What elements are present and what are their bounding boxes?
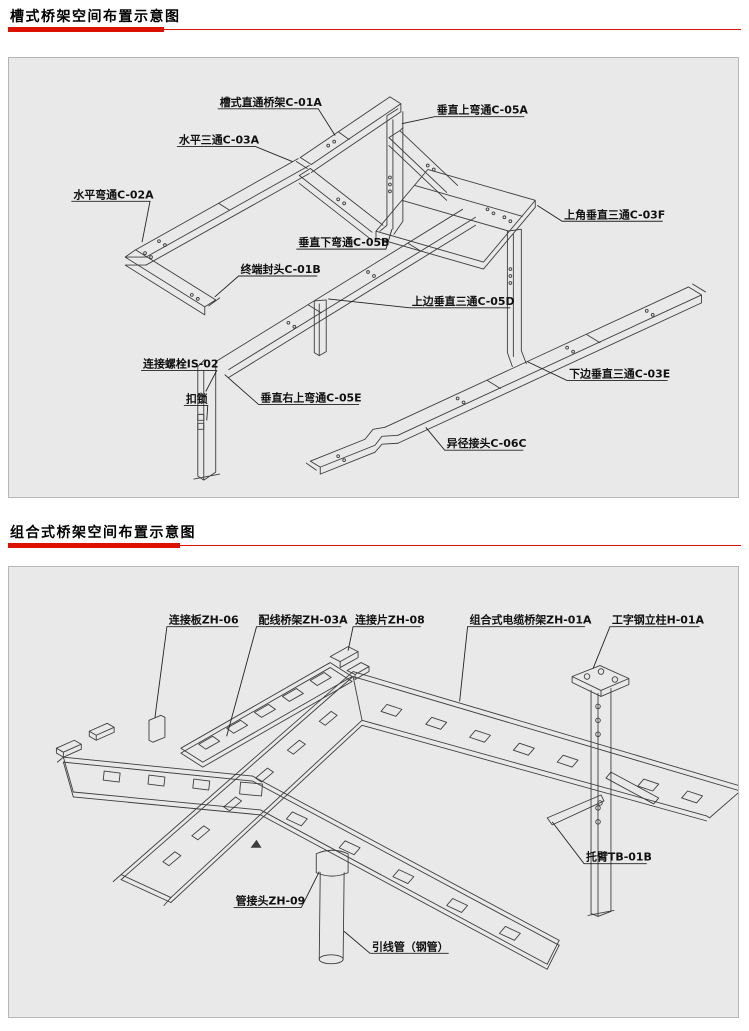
label-lock-clip: 扣锁 (186, 391, 208, 405)
vertical-riser-run (298, 108, 459, 241)
trough-diagram-panel: 槽式直通桥架C-01A 水平三通C-03A 垂直上弯通C-05A 水平弯通C-02A 垂… (8, 57, 739, 498)
label-vertical-right-up-elbow-C-05E-leader (224, 374, 360, 405)
label-top-edge-vertical-tee-C-05D-leader (328, 298, 511, 309)
loose-parts (55, 646, 370, 758)
label-combined-cable-tray-ZH-01A: 组合式电缆桥架ZH-01A (470, 613, 592, 627)
combined-callouts: 连接板ZH-06 配线桥架ZH-03A 连接片ZH-08 组合式电缆桥架ZH-01A 工… (154, 613, 705, 954)
bracket-arm (546, 771, 660, 826)
crossing-tray-run (56, 756, 560, 970)
label-horizontal-tee-C-03A-leader (176, 146, 293, 162)
label-top-edge-vertical-tee-C-05D: 上边垂直三通C-05D (412, 294, 515, 308)
label-trough-straight-tray-C-01A: 槽式直通桥架C-01A (220, 95, 323, 109)
corner-tray-run (112, 671, 738, 906)
label-connecting-plate-ZH-06: 连接板ZH-06 (169, 613, 239, 627)
left-riser-and-mid-tray (193, 208, 476, 481)
title-underline-combined (8, 543, 741, 548)
label-bottom-edge-vertical-tee-C-03E-leader (527, 361, 668, 381)
section-title-trough: 槽式桥架空间布置示意图 (10, 9, 181, 25)
label-horizontal-tee-C-03A: 水平三通C-03A (179, 133, 260, 147)
label-connecting-bolt-IS-02: 连接螺栓IS-02 (143, 357, 218, 371)
lock-clips (197, 413, 205, 430)
upper-plane-tray (375, 169, 536, 270)
label-pipe-joint-ZH-09-leader (233, 871, 320, 908)
label-horizontal-elbow-C-02A-leader (71, 200, 151, 243)
label-vertical-up-elbow-C-05A-leader (401, 116, 525, 125)
label-lead-pipe-leader (343, 931, 449, 954)
label-trough-straight-tray-C-01A-leader (217, 108, 336, 136)
trough-diagram: 槽式直通桥架C-01A 水平三通C-03A 垂直上弯通C-05A 水平弯通C-02A 垂… (71, 95, 706, 481)
label-end-cap-C-01B: 终端封头C-01B (241, 262, 321, 276)
label-ibeam-column-H-01A: 工字钢立柱H-01A (612, 613, 705, 627)
label-bracket-arm-TB-01B: 托臂TB-01B (586, 850, 652, 864)
label-vertical-down-elbow-C-05B-leader (296, 229, 393, 250)
label-vertical-down-elbow-C-05B: 垂直下弯通C-05B (298, 235, 389, 249)
label-connecting-strip-ZH-08-leader (347, 626, 421, 651)
label-reducer-joint-C-06C: 异径接头C-06C (447, 436, 527, 450)
title-rule-thick (8, 27, 164, 32)
right-riser-and-lower-tray (305, 228, 706, 475)
ibeam-column (571, 665, 630, 917)
label-wiring-tray-ZH-03A-leader (226, 626, 342, 737)
label-vertical-right-up-elbow-C-05E: 垂直右上弯通C-05E (261, 390, 362, 404)
tray-run-top (124, 96, 402, 316)
title-rule-thick (8, 543, 180, 548)
label-top-corner-vertical-tee-C-03F-leader (537, 204, 663, 222)
combined-diagram: 连接板ZH-06 配线桥架ZH-03A 连接片ZH-08 组合式电缆桥架ZH-01A 工… (55, 613, 738, 970)
label-bracket-arm-TB-01B-leader (551, 821, 647, 865)
label-connecting-strip-ZH-08: 连接片ZH-08 (355, 613, 425, 627)
title-rule-thin (8, 545, 741, 546)
label-ibeam-column-H-01A-leader (592, 626, 700, 669)
lead-pipe (315, 849, 349, 965)
combined-line-art (55, 646, 738, 970)
label-wiring-tray-ZH-03A: 配线桥架ZH-03A (259, 613, 349, 627)
label-pipe-joint-ZH-09: 管接头ZH-09 (236, 894, 306, 908)
trough-callouts: 槽式直通桥架C-01A 水平三通C-03A 垂直上弯通C-05A 水平弯通C-02A 垂… (71, 95, 670, 451)
title-rule-thin (8, 29, 741, 30)
trough-line-art (124, 96, 706, 481)
label-connecting-bolt-IS-02-leader (141, 370, 218, 392)
title-underline-trough (8, 27, 741, 32)
combined-diagram-panel: 连接板ZH-06 配线桥架ZH-03A 连接片ZH-08 组合式电缆桥架ZH-01A 工… (8, 566, 739, 1018)
label-reducer-joint-C-06C-leader (425, 427, 524, 451)
label-lock-clip-leader (183, 404, 209, 421)
label-end-cap-C-01B-leader (214, 275, 318, 298)
label-combined-cable-tray-ZH-01A-leader (459, 626, 586, 702)
label-vertical-up-elbow-C-05A: 垂直上弯通C-05A (437, 103, 529, 117)
section-title-combined: 组合式桥架空间布置示意图 (10, 525, 196, 541)
label-lead-pipe: 引线管（钢管） (372, 939, 449, 953)
label-bottom-edge-vertical-tee-C-03E: 下边垂直三通C-03E (569, 367, 670, 381)
label-horizontal-elbow-C-02A: 水平弯通C-02A (73, 187, 154, 201)
bolt-holes (143, 139, 655, 463)
label-top-corner-vertical-tee-C-03F: 上角垂直三通C-03F (564, 207, 665, 221)
wiring-ladder-tray (180, 662, 353, 768)
label-connecting-plate-ZH-06-leader (154, 626, 239, 718)
